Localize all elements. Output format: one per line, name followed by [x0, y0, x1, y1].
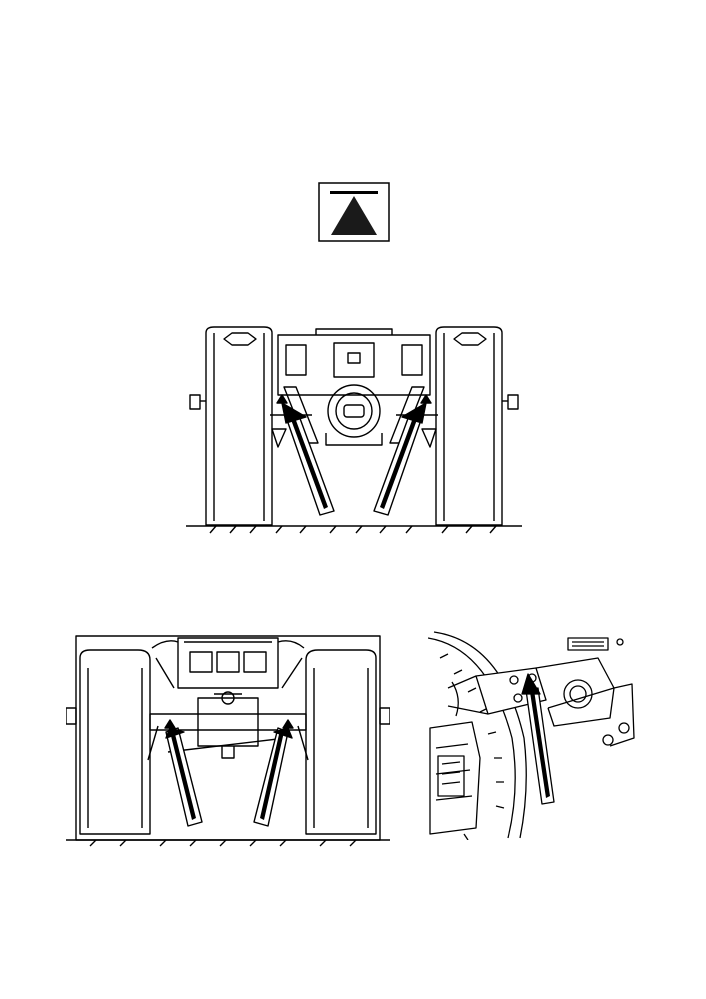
front-axle-figure — [66, 628, 390, 850]
rear-axle-figure — [186, 325, 522, 535]
tractor-rear-jacking-points-icon — [186, 326, 522, 534]
lift-point-symbol — [318, 182, 390, 242]
axle-housing-jacking-point-icon — [428, 631, 635, 840]
tractor-front-jacking-points-icon — [66, 635, 390, 847]
jack-lift-point-icon — [318, 182, 390, 242]
axle-detail-figure — [428, 628, 636, 840]
